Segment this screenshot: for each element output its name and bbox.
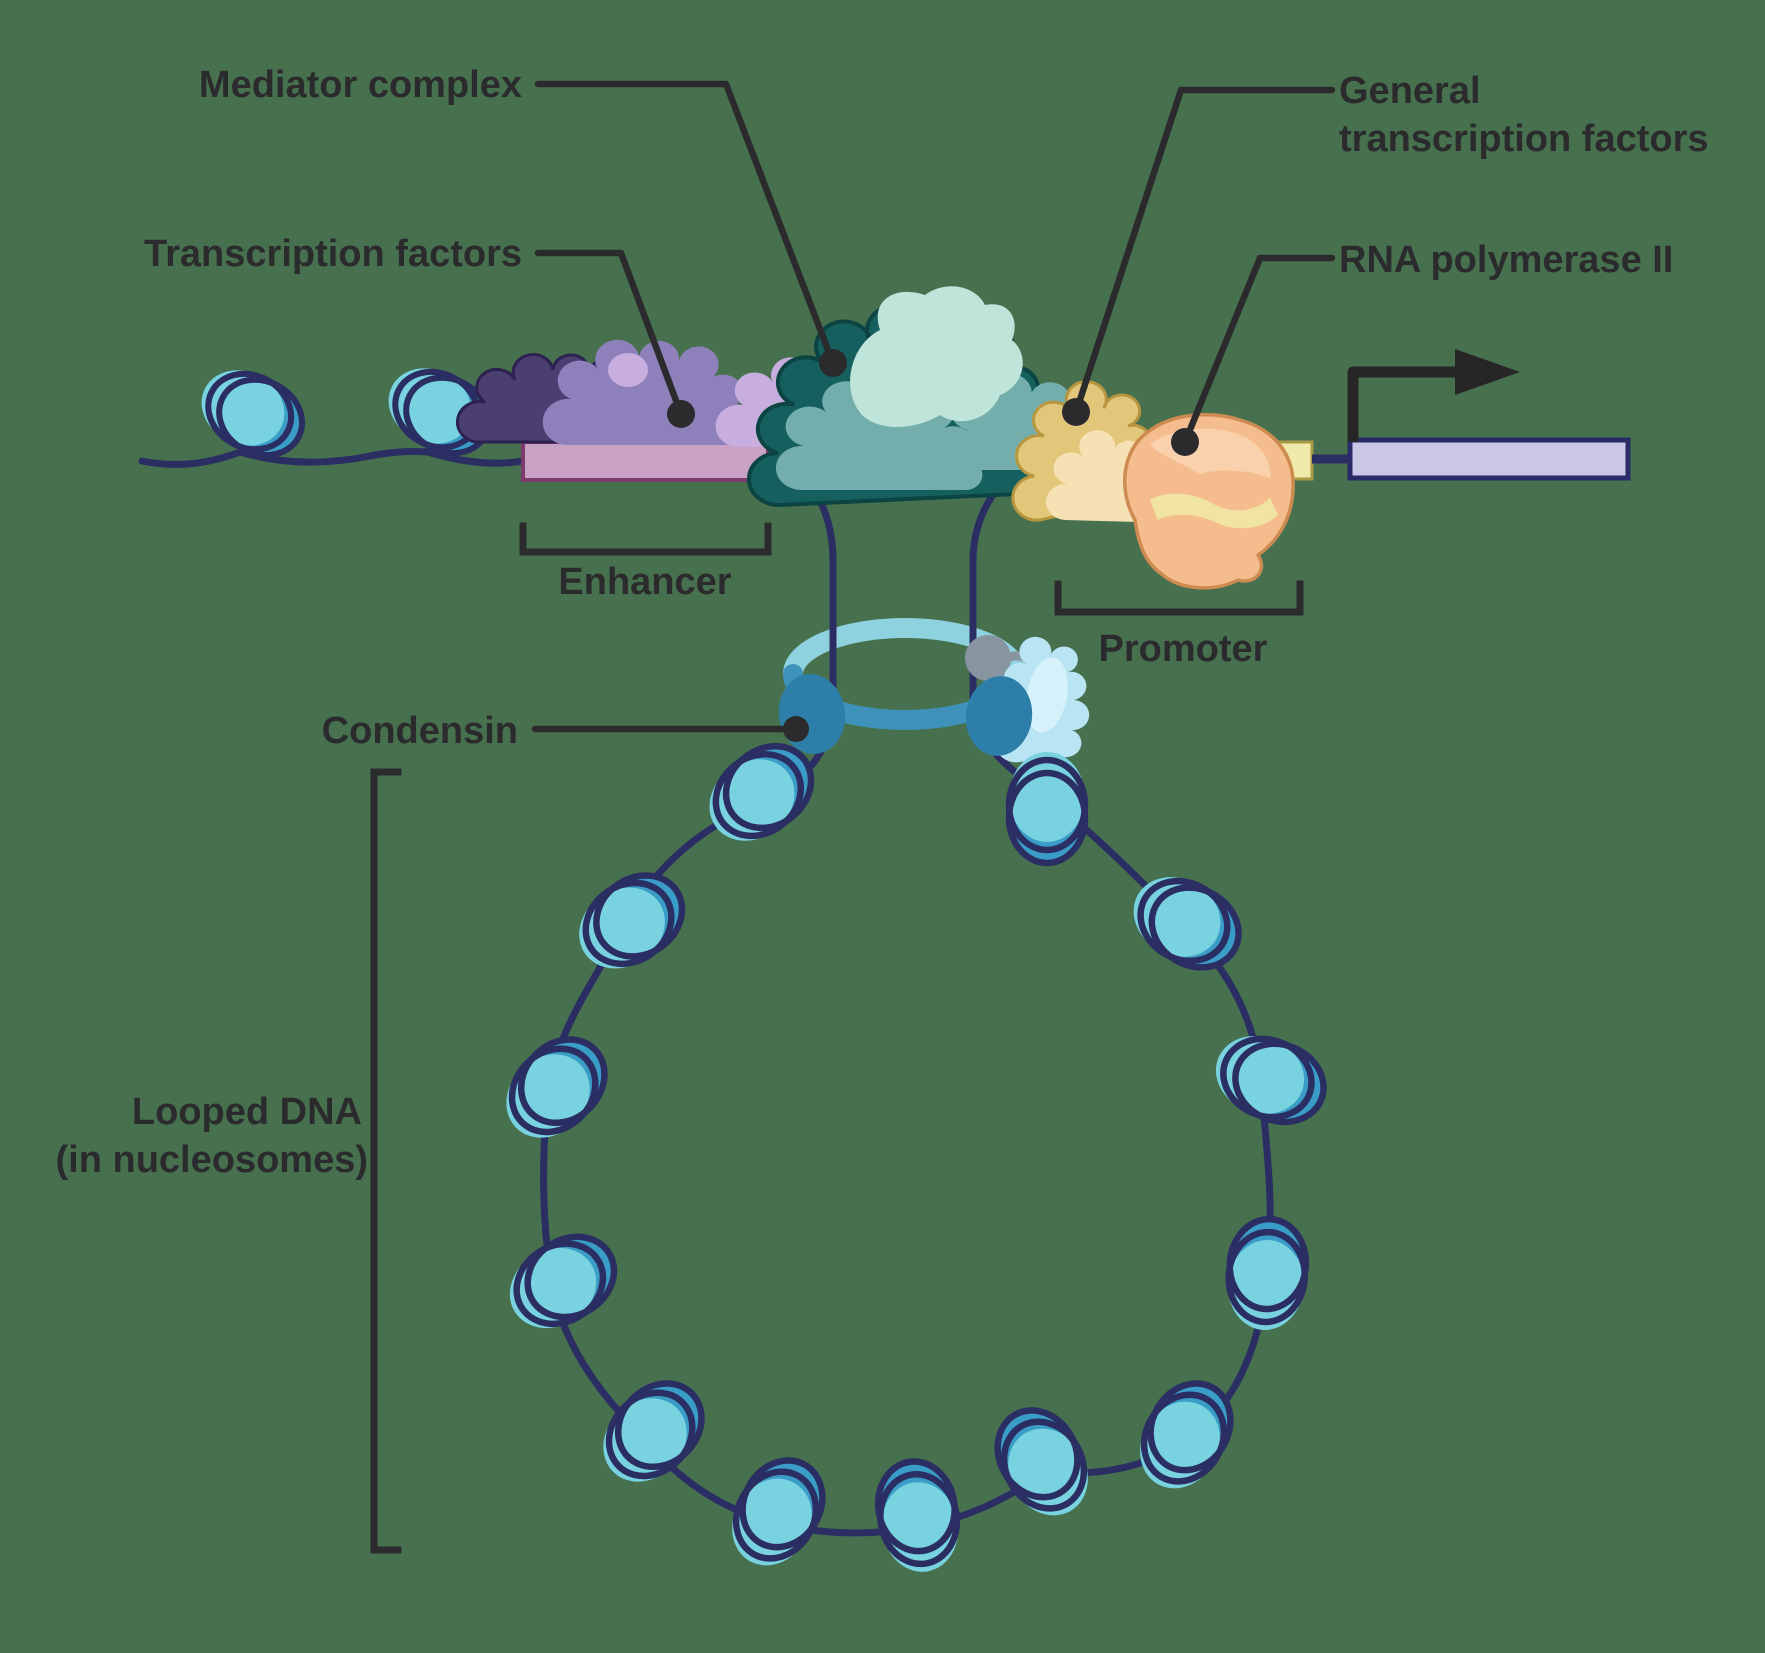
arrow-head-icon	[1455, 349, 1520, 395]
nucleosome	[717, 1445, 839, 1580]
enhancer-region	[521, 440, 770, 482]
nucleosome	[586, 1366, 719, 1499]
dna-top-strand	[138, 448, 527, 468]
mediator-leader-dot	[819, 349, 847, 377]
gtf-leader-dot	[1062, 398, 1090, 426]
mediator-light-blob	[850, 286, 1023, 428]
nucleosome	[489, 1022, 622, 1155]
rna-polymerase-label: RNA polymerase II	[1339, 239, 1673, 281]
transcription-factors-label: Transcription factors	[144, 233, 522, 275]
mediator-leader-line	[534, 80, 837, 367]
gene-box	[1347, 437, 1631, 481]
general-tf-label-line1: General	[1339, 70, 1481, 112]
looped-dna-label-line2: (in nucleosomes)	[56, 1139, 369, 1181]
looped-dna-bracket	[370, 768, 402, 1554]
mediator-label: Mediator complex	[199, 64, 522, 106]
tf-leader-line	[534, 249, 685, 418]
condensin-cloud-highlight	[1026, 657, 1068, 733]
tf-mid-blob	[542, 339, 762, 445]
promoter-label: Promoter	[1099, 628, 1268, 670]
nucleosome	[1204, 1023, 1336, 1135]
transcription-start-arrow	[1347, 349, 1520, 442]
nucleosome	[982, 1395, 1104, 1530]
enhancer-bracket	[519, 522, 772, 556]
looped-dna-label-line1: Looped DNA	[132, 1091, 362, 1133]
nucleosome	[871, 1454, 965, 1577]
condensin-right-head	[965, 676, 1033, 756]
nucleosome	[1224, 1215, 1309, 1333]
general-tf-label-line2: transcription factors	[1339, 118, 1709, 160]
gtf-leader-line	[1072, 86, 1336, 416]
rna-pol-leader-dot	[1171, 428, 1199, 456]
nucleosome	[1009, 752, 1085, 864]
condensin-label: Condensin	[322, 710, 518, 752]
tf-small-blob	[608, 353, 648, 387]
leader-lines	[531, 80, 1336, 742]
condensin-leader-dot	[783, 716, 809, 742]
promoter-bracket	[1054, 580, 1304, 616]
nucleosome	[1125, 1368, 1247, 1503]
nucleosome	[563, 858, 698, 984]
tf-leader-dot	[667, 400, 695, 428]
enhancer-label: Enhancer	[558, 561, 731, 603]
nucleosome	[495, 1220, 630, 1344]
pol-dna-cleft	[1150, 493, 1278, 529]
nucleosome	[188, 356, 316, 470]
rna-polymerase-ii	[1123, 412, 1295, 590]
pol-lower-jaw	[1150, 528, 1257, 581]
arrow-shaft	[1347, 366, 1458, 442]
rna-pol-leader-line	[1181, 254, 1336, 446]
